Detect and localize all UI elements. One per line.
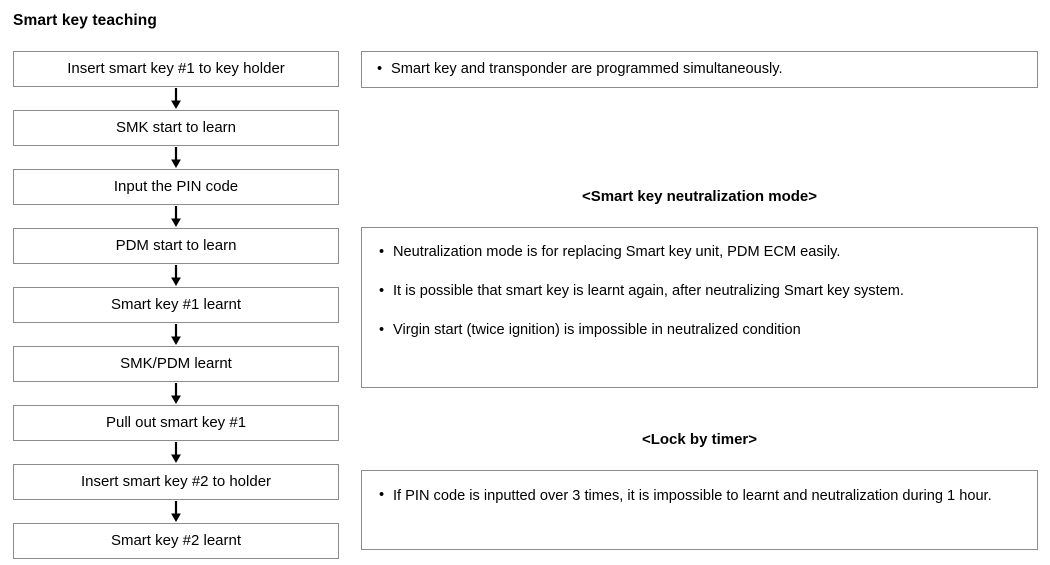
bullet-text: Virgin start (twice ignition) is impossi… [393, 322, 801, 338]
down-arrow-icon [13, 323, 339, 346]
panel-programming-note-bullets: • Smart key and transponder are programme… [376, 59, 783, 80]
heading-lock-by-timer: <Lock by timer> [641, 431, 758, 448]
panel-lock-by-timer-bullets: • If PIN code is inputted over 3 times, i… [378, 485, 1021, 507]
panel-neutralization-mode-bullets: • Neutralization mode is for replacing Sm… [378, 242, 1021, 341]
flow-node-label: Smart key #2 learnt [110, 532, 242, 549]
flow-node-label: Insert smart key #2 to holder [80, 473, 272, 490]
flow-node-label: Insert smart key #1 to key holder [67, 60, 285, 77]
bullet-glyph-icon: • [379, 283, 385, 299]
flow-node-label: SMK start to learn [115, 119, 237, 136]
bullet-glyph-icon: • [379, 487, 385, 503]
panel-lock-by-timer: • If PIN code is inputted over 3 times, i… [361, 470, 1038, 550]
flow-node-label: PDM start to learn [115, 237, 237, 254]
flow-node-label: Smart key #1 learnt [110, 296, 242, 313]
flow-node: Insert smart key #2 to holder [13, 464, 339, 500]
flow-node: PDM start to learn [13, 228, 339, 264]
down-arrow-icon [13, 264, 339, 287]
bullet-glyph-icon: • [379, 244, 385, 260]
bullet-text: If PIN code is inputted over 3 times, it… [393, 488, 992, 504]
flow-node: SMK/PDM learnt [13, 346, 339, 382]
bullet-item: • Virgin start (twice ignition) is imposs… [378, 320, 1021, 341]
down-arrow-icon [13, 146, 339, 169]
bullet-glyph-icon: • [377, 61, 383, 77]
bullet-item: • Smart key and transponder are programme… [376, 59, 783, 80]
heading-smart-key-neutralization-mode: <Smart key neutralization mode> [581, 188, 818, 205]
flow-node: Pull out smart key #1 [13, 405, 339, 441]
down-arrow-icon [13, 441, 339, 464]
bullet-item: • If PIN code is inputted over 3 times, i… [378, 485, 1021, 507]
bullet-text: Smart key and transponder are programmed… [391, 61, 783, 77]
panel-programming-note: • Smart key and transponder are programme… [361, 51, 1038, 88]
bullet-text: It is possible that smart key is learnt … [393, 283, 904, 299]
down-arrow-icon [13, 500, 339, 523]
down-arrow-icon [13, 382, 339, 405]
flow-node: Smart key #2 learnt [13, 523, 339, 559]
flow-node-label: Pull out smart key #1 [105, 414, 247, 431]
down-arrow-icon [13, 87, 339, 110]
flow-node: SMK start to learn [13, 110, 339, 146]
flow-node-label: Input the PIN code [113, 178, 239, 195]
down-arrow-icon [13, 205, 339, 228]
bullet-item: • Neutralization mode is for replacing Sm… [378, 242, 1021, 263]
flow-node-label: SMK/PDM learnt [120, 355, 232, 372]
bullet-item: • It is possible that smart key is learnt… [378, 281, 1021, 302]
flow-node: Smart key #1 learnt [13, 287, 339, 323]
panel-neutralization-mode: • Neutralization mode is for replacing Sm… [361, 227, 1038, 388]
page-title: Smart key teaching [13, 12, 157, 29]
bullet-glyph-icon: • [379, 322, 385, 338]
flow-node: Input the PIN code [13, 169, 339, 205]
flow-node: Insert smart key #1 to key holder [13, 51, 339, 87]
bullet-text: Neutralization mode is for replacing Sma… [393, 244, 841, 260]
